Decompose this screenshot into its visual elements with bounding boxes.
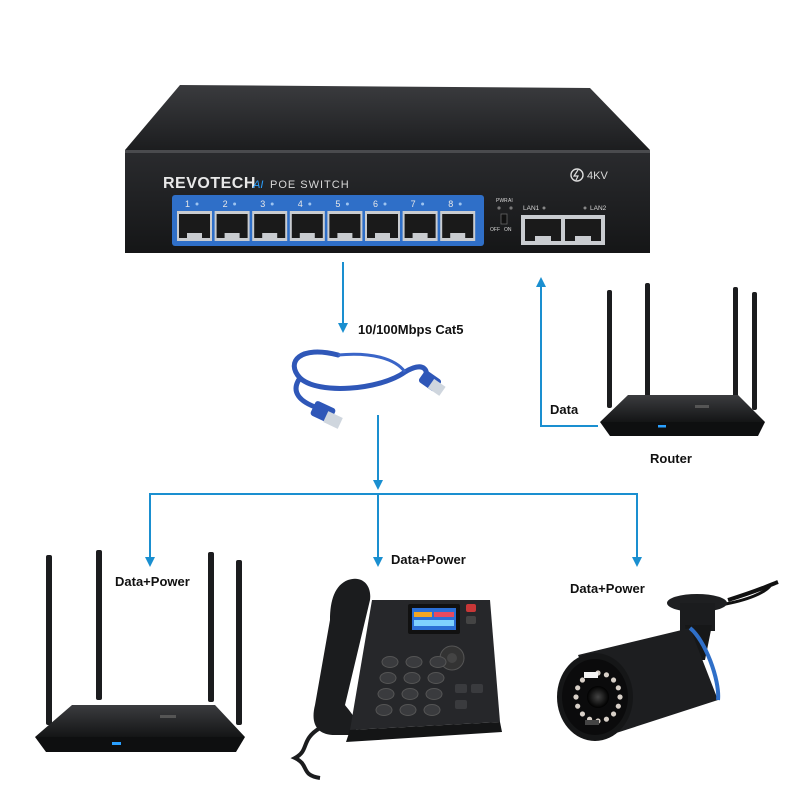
- ir-led: [573, 694, 579, 700]
- poe-port-latch: [299, 233, 315, 238]
- ir-led: [615, 703, 621, 709]
- port-led: [383, 202, 387, 206]
- port-number-6: 6: [373, 199, 378, 209]
- poe-port-latch: [337, 233, 353, 238]
- ir-led: [579, 711, 586, 717]
- ir-led: [575, 703, 581, 709]
- pwr-label: PWR: [496, 198, 508, 204]
- port-led: [421, 202, 425, 206]
- ip-phone-keypad: [375, 656, 483, 716]
- keypad-key: [381, 656, 399, 668]
- ir-led: [610, 677, 617, 683]
- keypad-key: [403, 672, 421, 684]
- ir-led: [610, 711, 617, 717]
- function-key: [455, 700, 467, 709]
- security-camera-icon: [557, 580, 779, 741]
- ir-led: [603, 716, 610, 722]
- port-led: [458, 202, 462, 206]
- ip-phone-icon: [290, 578, 502, 780]
- ir-led: [617, 694, 623, 700]
- port-number-8: 8: [448, 199, 453, 209]
- ir-led: [615, 685, 621, 691]
- surge-protection-icon: [570, 168, 584, 182]
- device2-label: Data+Power: [391, 552, 466, 567]
- ai-switch-label: AI: [508, 198, 513, 204]
- keypad-key: [405, 656, 423, 668]
- keypad-key: [375, 704, 393, 716]
- router-link-label: Data: [550, 402, 579, 417]
- poe-port-latch: [375, 233, 390, 238]
- poe-ports: [177, 211, 476, 241]
- router-label: Router: [650, 451, 692, 466]
- ir-led: [579, 677, 586, 683]
- cable-label: 10/100Mbps Cat5: [358, 322, 464, 337]
- router-icon: [600, 283, 765, 436]
- lan1-label: LAN1: [523, 205, 540, 212]
- keypad-key: [429, 656, 447, 668]
- port-led: [233, 202, 237, 206]
- ir-led: [603, 672, 610, 678]
- keypad-key: [379, 672, 397, 684]
- poe-port-latch: [450, 233, 466, 238]
- ethernet-cable-icon: [291, 349, 446, 429]
- port-led: [345, 202, 349, 206]
- port-number-2: 2: [223, 199, 228, 209]
- switch-brand: REVOTECH: [163, 175, 256, 192]
- switch-model: POE SWITCH: [270, 179, 350, 191]
- ai-toggle-switch: [500, 213, 508, 225]
- lan2-label: LAN2: [590, 205, 607, 212]
- port-numbers: 1 2 3 4 5 6 7 8: [185, 199, 462, 209]
- port-led: [270, 202, 274, 206]
- poe-port-latch: [262, 233, 278, 238]
- keypad-key: [377, 688, 395, 700]
- router-to-switch-arrow: [536, 277, 598, 427]
- port-number-4: 4: [298, 199, 303, 209]
- wifi-router-icon: [35, 550, 245, 752]
- keypad-key: [399, 704, 417, 716]
- poe-port-latch: [187, 233, 202, 238]
- port-number-1: 1: [185, 199, 190, 209]
- off-label: OFF: [490, 227, 500, 233]
- poe-port-latch: [412, 233, 428, 238]
- function-key: [471, 684, 483, 693]
- port-number-5: 5: [335, 199, 340, 209]
- port-number-7: 7: [411, 199, 416, 209]
- device-bus-line: [149, 493, 638, 560]
- device1-label: Data+Power: [115, 574, 190, 589]
- poe-port-latch: [224, 233, 240, 238]
- switch-surge-label: 4KV: [587, 170, 608, 182]
- port-number-3: 3: [260, 199, 265, 209]
- lan-ports: [521, 215, 605, 245]
- ir-led: [575, 685, 581, 691]
- keypad-key: [427, 672, 445, 684]
- switch-ai-mark: AI: [252, 179, 263, 191]
- on-label: ON: [504, 227, 512, 233]
- keypad-key: [423, 704, 441, 716]
- keypad-key: [401, 688, 419, 700]
- device3-label: Data+Power: [570, 581, 645, 596]
- function-key: [455, 684, 467, 693]
- connection-lines: [145, 262, 642, 567]
- keypad-key: [425, 688, 443, 700]
- port-led: [308, 202, 312, 206]
- port-led: [195, 202, 199, 206]
